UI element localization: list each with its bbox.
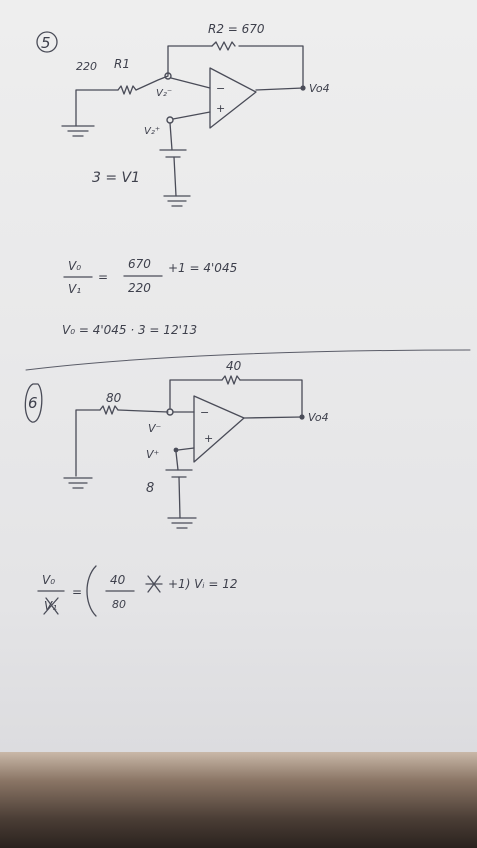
r1-name: R1	[114, 57, 130, 71]
v-plus-label: V₂⁺	[144, 126, 160, 137]
noninverting-node	[166, 116, 174, 124]
eq-rest-2: +1) Vᵢ = 12	[168, 577, 238, 591]
opamp-triangle	[209, 67, 257, 129]
inverting-input-wire	[170, 77, 211, 89]
r1-resistor-2	[99, 405, 119, 415]
eq-equals-2: =	[72, 585, 82, 599]
battery-top-wire-2	[175, 451, 179, 471]
ground-symbol-battery	[163, 195, 191, 207]
notebook-paper	[0, 0, 477, 752]
eq1-equals: =	[98, 270, 108, 284]
eq-open-paren	[86, 565, 97, 617]
r1-label-2: 80	[106, 391, 122, 405]
v-minus-label-2: V⁻	[148, 422, 162, 435]
ground-symbol-battery-2	[167, 517, 197, 529]
feedback-wire-right-2	[239, 379, 303, 417]
opamp-plus-sign: +	[216, 102, 225, 115]
r1-left-wire-2	[75, 409, 101, 477]
eq1-frac-den: 220	[128, 281, 151, 295]
eq1-frac-num: 670	[128, 257, 151, 271]
eq1-lhs-den: V₁	[68, 282, 81, 296]
eq-scribble-mark	[145, 575, 163, 593]
problem-number: 5	[41, 34, 51, 52]
output-node	[300, 85, 306, 91]
equation-gain: V₀ V₁ = 670 220 +1 = 4'045	[63, 257, 237, 296]
eq-frac-den-2: 80	[112, 598, 126, 611]
source-label: 3 = V1	[92, 170, 140, 186]
v-minus-label: V₂⁻	[156, 88, 172, 99]
r1-left-wire	[75, 89, 119, 127]
eq1-rest: +1 = 4'045	[168, 261, 237, 275]
equation-gain-2: V₀ V₁ = 40 80 +1) Vᵢ = 12	[37, 565, 238, 617]
ground-symbol-left	[61, 125, 95, 137]
opamp-minus-sign-2: −	[200, 406, 209, 419]
output-label-2: Vo4	[308, 411, 329, 424]
output-node-2	[299, 414, 305, 420]
opamp-minus-sign: −	[216, 82, 225, 95]
v-plus-label-2: V⁺	[146, 448, 160, 461]
source-label-2: 8	[146, 481, 154, 496]
equation-output: V₀ = 4'045 · 3 = 12'13	[62, 323, 197, 337]
problem-number-circle-2	[24, 383, 43, 423]
battery-bottom-wire	[173, 156, 177, 197]
eq-strike-mark	[43, 597, 59, 615]
r1-right-wire-2	[117, 409, 169, 413]
opamp-triangle-2	[193, 395, 245, 463]
problem-number-circle	[36, 31, 58, 53]
r2-label: R2 = 670	[208, 22, 265, 36]
eq1-lhs-num: V₀	[68, 259, 81, 273]
feedback-wire-left-2	[169, 379, 223, 409]
table-background	[0, 752, 477, 848]
problem-5: 5 R2 = 670 220 R1 V₂⁻ − + Vo4 V₂⁺	[36, 22, 330, 337]
r2-resistor-2	[221, 375, 241, 385]
problem-6: 6 40 80 V⁻ − + Vo4 V⁺ 8	[24, 359, 329, 617]
output-wire-2	[243, 416, 303, 419]
output-wire	[255, 87, 304, 91]
feedback-wire-left	[167, 45, 213, 76]
eq-lhs-num-2: V₀	[42, 573, 55, 587]
battery-top-wire	[169, 122, 173, 151]
noninverting-node-2	[173, 447, 179, 453]
inverting-node	[164, 72, 172, 80]
opamp-plus-sign-2: +	[204, 432, 213, 445]
noninverting-input-wire-2	[177, 447, 195, 451]
r1-resistor	[117, 85, 137, 95]
section-divider	[25, 349, 471, 371]
output-label: Vo4	[309, 82, 330, 95]
battery-bottom-wire-2	[178, 476, 181, 519]
r2-label-2: 40	[226, 359, 242, 373]
r1-value: 220	[76, 60, 97, 73]
noninverting-input-wire	[172, 111, 211, 120]
problem-number-2: 6	[28, 394, 38, 412]
ground-symbol-left-2	[63, 477, 93, 489]
eq-frac-num-2: 40	[110, 573, 126, 587]
r2-resistor	[211, 41, 236, 51]
feedback-wire-right	[238, 45, 304, 87]
